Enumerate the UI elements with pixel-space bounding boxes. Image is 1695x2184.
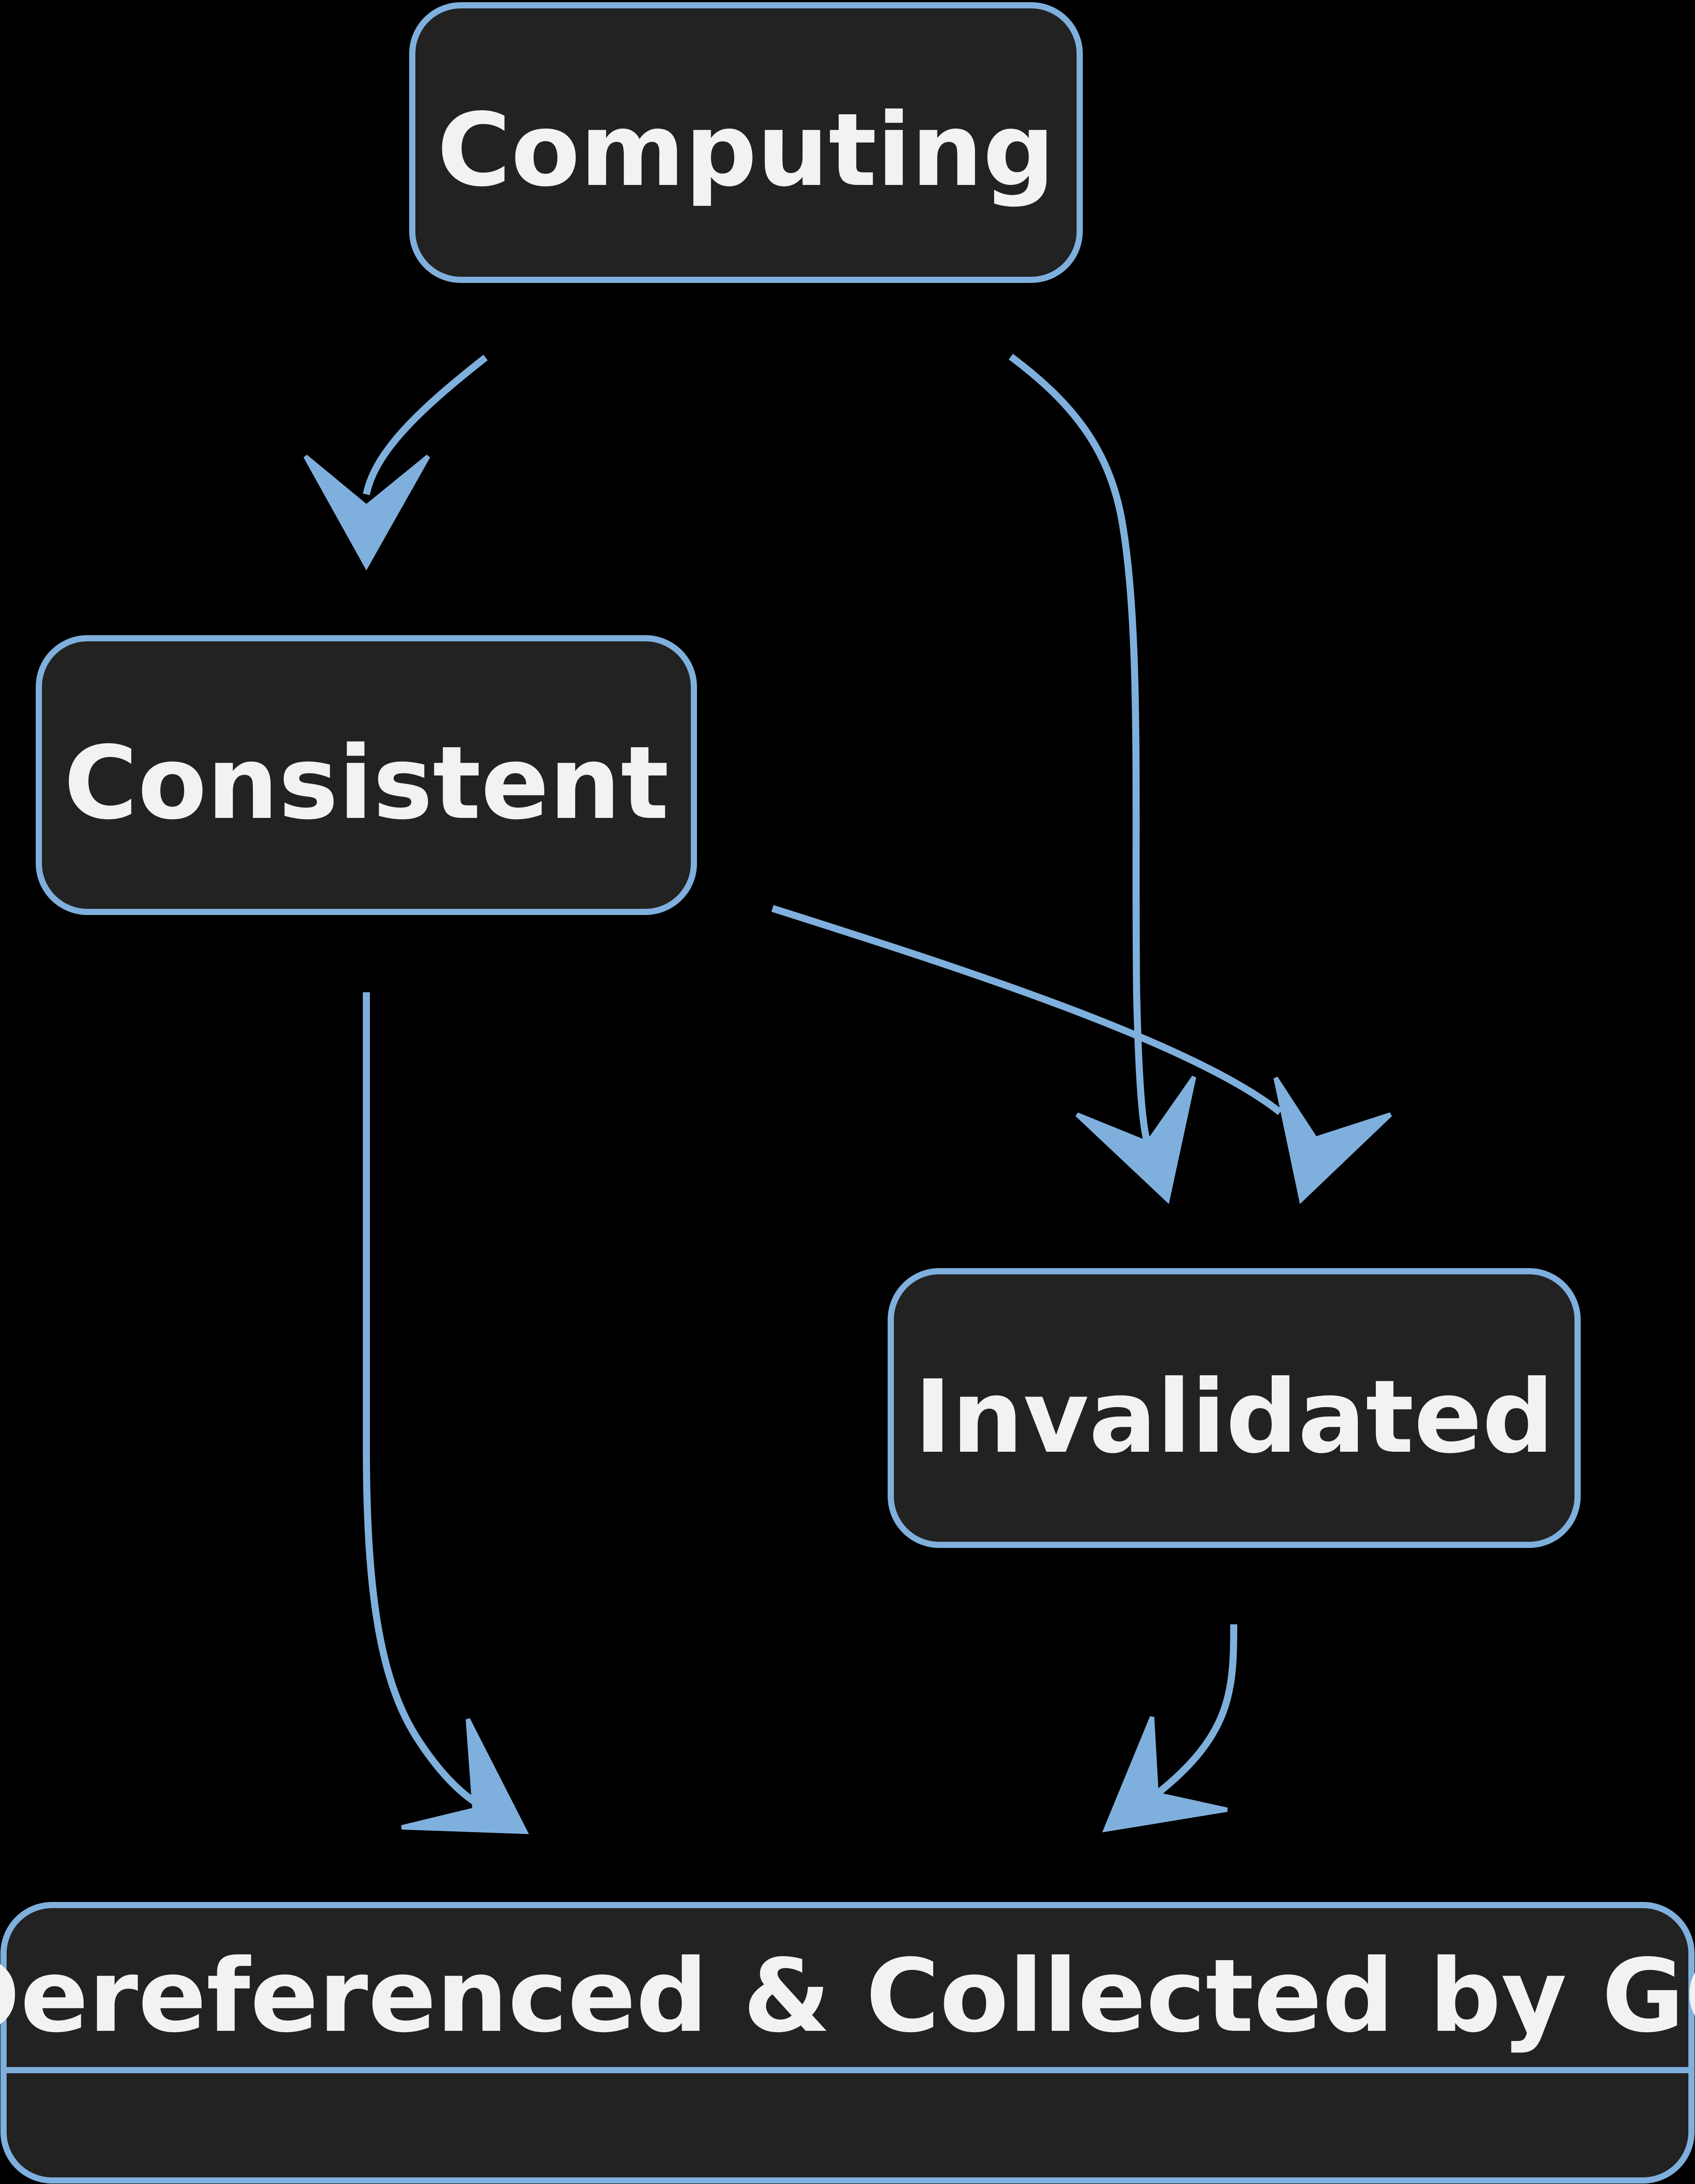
- edge-computing-to-invalidated: [1009, 354, 1196, 1204]
- state-invalidated-label: Invalidated: [914, 1358, 1554, 1476]
- state-consistent: Consistent: [36, 635, 697, 915]
- edge-consistent-to-collected: [363, 992, 529, 1834]
- state-invalidated: Invalidated: [888, 1268, 1581, 1548]
- arrowhead-consistent: [303, 455, 430, 571]
- edge-consistent-to-invalidated: [771, 905, 1392, 1204]
- edge-computing-to-consistent: [303, 354, 488, 571]
- edge-invalidated-to-collected: [1102, 1624, 1237, 1833]
- state-computing: Computing: [409, 2, 1083, 283]
- arrowhead-invalidated-1: [1075, 1076, 1196, 1204]
- arrowhead-collected-2: [1102, 1716, 1228, 1833]
- arrowhead-invalidated-2: [1273, 1077, 1392, 1204]
- state-consistent-label: Consistent: [64, 724, 669, 842]
- arrowhead-collected-1: [401, 1718, 529, 1834]
- state-computing-label: Computing: [437, 91, 1055, 209]
- state-collected-label: Dereferenced & Collected by GC: [0, 1937, 1695, 2055]
- state-collected: Dereferenced & Collected by GC: [0, 1902, 1695, 2184]
